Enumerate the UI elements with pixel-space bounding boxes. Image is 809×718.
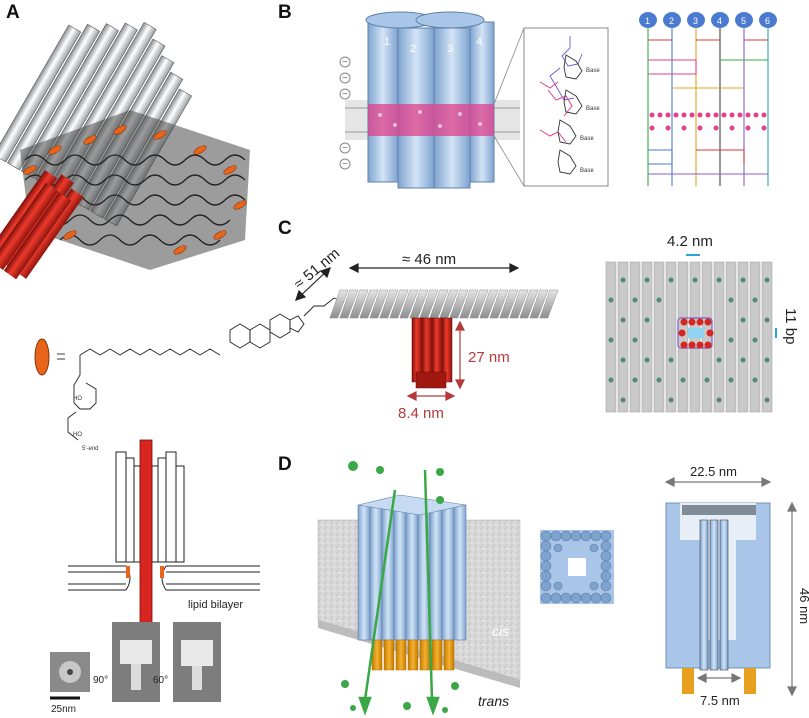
- panel-label-c: C: [278, 218, 292, 239]
- base-label-3: Base: [580, 136, 594, 142]
- dim-top-label: 22.5 nm: [690, 464, 737, 479]
- cholesterol-structure: [34, 297, 345, 441]
- panel-d-topview: [540, 530, 614, 604]
- panel-label-d: D: [278, 454, 292, 475]
- dim-depth-label: ≈ 51 nm: [291, 245, 343, 293]
- em-images: [50, 622, 221, 702]
- helix-number-4: 4: [476, 36, 482, 48]
- base-label-1: Base: [586, 68, 600, 74]
- base-label-2: Base: [586, 106, 600, 112]
- panel-b-bundle: − − − − − − − − −: [339, 11, 520, 189]
- panel-a-3d-model: [0, 21, 250, 280]
- scale-bar-label: 25nm: [51, 704, 76, 715]
- strand-schematic: [639, 12, 777, 186]
- svg-text:−: −: [342, 73, 348, 84]
- panel-label-a: A: [6, 2, 20, 23]
- schematic-number-6: 6: [765, 16, 770, 26]
- lipid-bilayer-label: lipid bilayer: [188, 599, 243, 611]
- dim-width-label: ≈ 46 nm: [402, 251, 456, 268]
- helix-number-3: 3: [447, 43, 453, 55]
- svg-text:HO: HO: [73, 396, 82, 402]
- dim-height-label: 27 nm: [468, 349, 510, 366]
- red-stem: [0, 170, 84, 280]
- panel-d-cross-section: [664, 477, 797, 697]
- schematic-number-4: 4: [717, 16, 722, 26]
- svg-text:−: −: [342, 159, 348, 170]
- panel-c-3d: [295, 263, 559, 401]
- panel-c-topview: [605, 254, 777, 413]
- trans-label: trans: [478, 693, 509, 709]
- rotation-label-1: 90°: [93, 675, 108, 686]
- schematic-number-3: 3: [693, 16, 698, 26]
- dim-bp-label: 11 bp: [782, 308, 799, 344]
- helix-number-1: 1: [384, 36, 390, 48]
- schematic-number-2: 2: [669, 16, 674, 26]
- helix-number-2: 2: [410, 43, 416, 55]
- panel-d-3d: [317, 461, 521, 716]
- dim-height-d-label: 46 nm: [797, 588, 809, 624]
- five-prime-label: 5'-end: [82, 446, 99, 452]
- cis-label: cis: [492, 623, 509, 639]
- dim-spacing-label: 4.2 nm: [667, 233, 713, 250]
- panel-label-b: B: [278, 2, 292, 23]
- svg-text:HO: HO: [73, 432, 82, 438]
- dim-pore-label: 7.5 nm: [700, 693, 740, 708]
- svg-text:−: −: [342, 143, 348, 154]
- schematic-number-5: 5: [741, 16, 746, 26]
- rotation-label-2: 60°: [153, 675, 168, 686]
- svg-text:−: −: [342, 89, 348, 100]
- schematic-number-1: 1: [645, 16, 650, 26]
- base-label-4: Base: [580, 168, 594, 174]
- dim-stem-label: 8.4 nm: [398, 405, 444, 422]
- chemical-zoom: [493, 27, 609, 187]
- svg-text:−: −: [342, 57, 348, 68]
